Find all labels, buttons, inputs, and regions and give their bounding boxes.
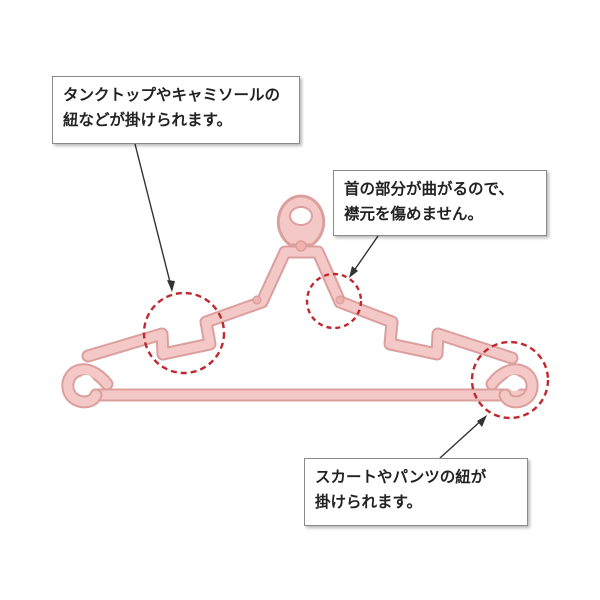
highlight-circle-neck bbox=[305, 272, 363, 330]
callout-text-line: 首の部分が曲がるので、 bbox=[344, 180, 514, 198]
highlight-circle-right-end bbox=[470, 340, 550, 420]
highlight-circle-left-notch bbox=[142, 291, 226, 375]
leader-line-bottom-right bbox=[439, 417, 485, 459]
callout-text-line: 襟元を傷めません。 bbox=[344, 205, 484, 223]
callout-end-hook: スカートやパンツの紐が 掛けられます。 bbox=[304, 458, 528, 526]
arrowhead-icon bbox=[167, 280, 175, 292]
callout-text-line: 掛けられます。 bbox=[315, 493, 422, 511]
callout-strap-notch: タンクトップやキャミソールの 紐などが掛けられます。 bbox=[52, 76, 300, 144]
arrowhead-icon bbox=[477, 415, 487, 427]
leader-line-top-right bbox=[350, 235, 379, 276]
arrowhead-icon bbox=[349, 266, 358, 278]
callout-text-line: スカートやパンツの紐が bbox=[315, 468, 487, 486]
callout-text-line: 紐などが掛けられます。 bbox=[63, 111, 232, 129]
callout-bendable-neck: 首の部分が曲がるので、 襟元を傷めません。 bbox=[333, 170, 547, 236]
pink-hanger bbox=[61, 194, 539, 409]
leader-line-top-left bbox=[134, 143, 173, 291]
callout-text-line: タンクトップやキャミソールの bbox=[63, 86, 281, 104]
